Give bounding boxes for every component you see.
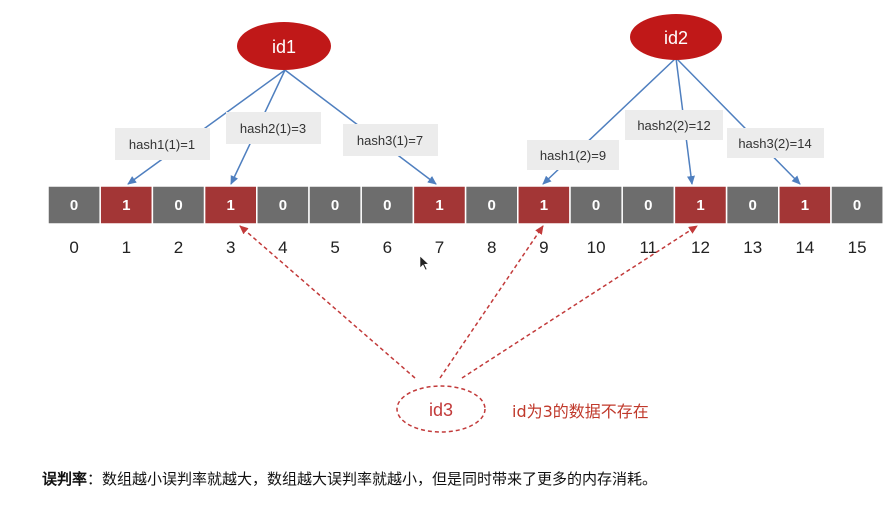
- bit-cell-6: [360, 185, 415, 225]
- id3-node: id3: [396, 385, 486, 433]
- bit-cell-12: [673, 185, 728, 225]
- id2-node: id2: [630, 14, 722, 60]
- bit-index-7: 7: [435, 238, 444, 257]
- id3-note: id为3的数据不存在: [512, 402, 649, 421]
- bit-index-4: 4: [278, 238, 287, 257]
- false-positive-caption: 误判率：数组越小误判率就越大，数组越大误判率就越小，但是同时带来了更多的内存消耗…: [42, 468, 657, 489]
- caption-text: ：数组越小误判率就越大，数组越大误判率就越小，但是同时带来了更多的内存消耗。: [87, 470, 658, 488]
- bit-value-1: 1: [122, 197, 130, 214]
- id2-hash-labels: hash1(2)=9 hash2(2)=12 hash3(2)=14: [527, 110, 824, 170]
- id1-hash2-label: hash2(1)=3: [240, 121, 306, 136]
- bit-value-9: 1: [540, 197, 548, 214]
- bit-cell-0: [47, 185, 101, 225]
- bit-cell-13: [725, 185, 780, 225]
- id2-label: id2: [664, 28, 688, 48]
- bit-cell-5: [308, 185, 362, 225]
- bit-index-11: 11: [639, 238, 657, 257]
- bit-value-12: 1: [696, 197, 704, 214]
- bit-cell-9: [517, 185, 571, 225]
- cursor-icon: [419, 255, 430, 271]
- bit-value-7: 1: [435, 197, 443, 214]
- bit-index-0: 0: [69, 238, 78, 257]
- bit-value-13: 0: [749, 197, 757, 214]
- bit-index-14: 14: [795, 238, 814, 257]
- bit-cell-15: [830, 185, 884, 225]
- bit-index-1: 1: [122, 238, 131, 257]
- id1-label: id1: [272, 37, 296, 57]
- bit-value-10: 0: [592, 197, 600, 214]
- bit-array: 0 1 0 1 0 0 0 1 0 1 0 0 1 0 1 0: [47, 185, 884, 225]
- bit-index-9: 9: [539, 238, 548, 257]
- bit-cell-14: [778, 185, 832, 225]
- id2-hash3-label: hash3(2)=14: [738, 136, 811, 151]
- bit-cell-10: [569, 185, 623, 225]
- bit-value-2: 0: [174, 197, 182, 214]
- id1-hash3-label: hash3(1)=7: [357, 133, 423, 148]
- bit-index-13: 13: [743, 238, 762, 257]
- id2-line-3: [675, 57, 801, 185]
- bit-index-2: 2: [174, 238, 183, 257]
- bit-value-3: 1: [227, 197, 235, 214]
- id3-dashed-arrows: [239, 225, 698, 379]
- id3-label: id3: [429, 400, 453, 420]
- id3-arrow-to-12: [461, 225, 698, 379]
- bit-value-5: 0: [331, 197, 339, 214]
- id3-arrow-to-9: [439, 225, 544, 379]
- bit-index-3: 3: [226, 238, 235, 257]
- bit-index-12: 12: [691, 238, 710, 257]
- id2-hash2-label: hash2(2)=12: [637, 118, 710, 133]
- id1-hash-labels: hash1(1)=1 hash2(1)=3 hash3(1)=7: [115, 112, 438, 160]
- bit-index-15: 15: [848, 238, 867, 257]
- bit-index-10: 10: [587, 238, 606, 257]
- id1-node: id1: [237, 22, 331, 70]
- bit-value-11: 0: [644, 197, 652, 214]
- bit-index-5: 5: [330, 238, 339, 257]
- bit-cell-1: [99, 185, 154, 225]
- bit-value-0: 0: [70, 197, 78, 214]
- bit-index-6: 6: [383, 238, 392, 257]
- bit-value-14: 1: [801, 197, 809, 214]
- bit-cell-4: [256, 185, 310, 225]
- id1-hash1-label: hash1(1)=1: [129, 137, 195, 152]
- id3-arrow-to-3: [239, 225, 416, 379]
- bit-cell-3: [203, 185, 258, 225]
- bit-value-4: 0: [279, 197, 287, 214]
- bit-value-15: 0: [853, 197, 861, 214]
- bit-value-8: 0: [488, 197, 496, 214]
- bit-cell-2: [151, 185, 206, 225]
- id2-hash1-label: hash1(2)=9: [540, 148, 606, 163]
- bit-index-8: 8: [487, 238, 496, 257]
- bit-cell-11: [621, 185, 676, 225]
- id1-line-1: [127, 69, 286, 185]
- caption-bold: 误判率: [42, 470, 88, 488]
- bit-value-6: 0: [383, 197, 391, 214]
